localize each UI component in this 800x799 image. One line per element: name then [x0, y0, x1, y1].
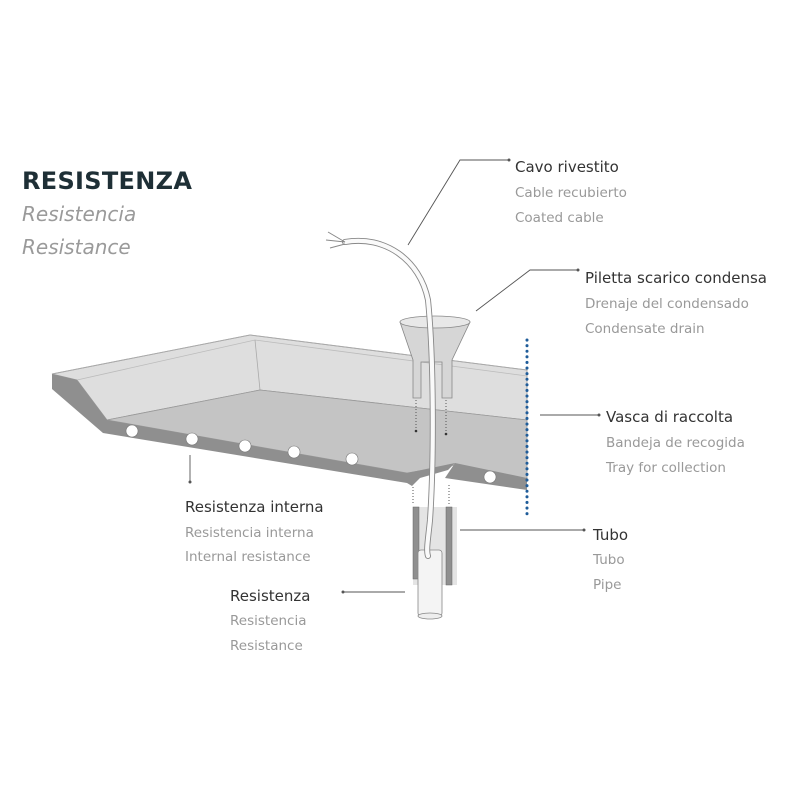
- cable-wires: [325, 231, 346, 249]
- label-internal-it: Resistenza interna: [185, 498, 324, 516]
- label-drain-it: Piletta scarico condensa: [585, 269, 767, 287]
- internal-resistance-holes: [125, 424, 497, 484]
- title-es: Resistencia: [22, 202, 137, 226]
- label-pipe-es: Tubo: [593, 552, 625, 568]
- label-resistance-en: Resistance: [230, 638, 303, 654]
- label-resistance-es: Resistencia: [230, 613, 307, 629]
- label-drain-es: Drenaje del condensado: [585, 296, 749, 312]
- label-tray-es: Bandeja de recogida: [606, 435, 745, 451]
- label-cable-en: Coated cable: [515, 210, 604, 226]
- label-drain-en: Condensate drain: [585, 321, 705, 337]
- label-tray-it: Vasca di raccolta: [606, 408, 734, 426]
- page-title: RESISTENZA: [22, 167, 193, 195]
- label-tray-en: Tray for collection: [606, 460, 726, 476]
- resistance-element: [417, 549, 443, 620]
- label-internal-en: Internal resistance: [185, 549, 311, 565]
- label-pipe-en: Pipe: [593, 577, 622, 593]
- label-internal-es: Resistencia interna: [185, 525, 314, 541]
- leader-lines: [189, 159, 598, 593]
- title-en: Resistance: [22, 235, 131, 259]
- label-pipe-it: Tubo: [593, 526, 629, 544]
- condensate-drain: [399, 315, 471, 399]
- label-resistance-it: Resistenza: [230, 587, 311, 605]
- label-cable-es: Cable recubierto: [515, 185, 627, 201]
- label-cable-it: Cavo rivestito: [515, 158, 619, 176]
